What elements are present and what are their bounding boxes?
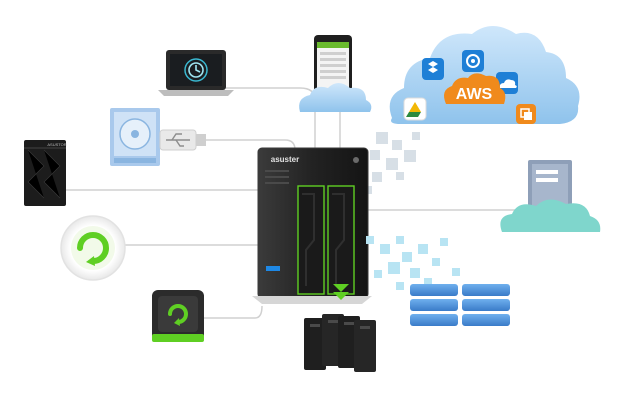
cloud-services-icon: AWS xyxy=(389,26,580,124)
nas-brand-label: asuster xyxy=(271,155,299,164)
power-button-icon xyxy=(353,157,359,163)
cloud-sync-icon xyxy=(516,104,536,124)
dropbox-icon xyxy=(422,58,444,80)
main-nas-device: asuster xyxy=(252,147,372,304)
small-nas-device: ASUSTOR xyxy=(24,140,67,206)
drive-refresh-icon xyxy=(168,304,188,324)
usb-symbol-icon xyxy=(166,133,190,147)
external-drive-icon xyxy=(152,290,204,342)
usb-stick-icon xyxy=(159,129,206,151)
usb-optical-drive-icon xyxy=(110,108,160,166)
phone-cloud-icon xyxy=(299,83,372,112)
backup-target-icon xyxy=(462,50,484,72)
refresh-icon xyxy=(77,232,109,264)
database-stack-1 xyxy=(410,284,458,326)
aws-label: AWS xyxy=(456,86,493,103)
sync-app-icon xyxy=(60,215,126,281)
small-nas-brand: ASUSTOR xyxy=(47,142,66,147)
onedrive-icon xyxy=(496,72,518,94)
cloud-server-icon xyxy=(500,160,601,232)
clock-icon xyxy=(188,62,204,78)
usb-port-icon xyxy=(266,266,280,271)
google-drive-icon xyxy=(403,97,427,121)
drive-bay-2 xyxy=(327,185,355,295)
data-cubes-bottom xyxy=(366,236,460,290)
down-arrow-icon xyxy=(333,284,349,300)
drive-bay-1 xyxy=(297,185,325,295)
connector-drive xyxy=(185,305,263,319)
smartphone xyxy=(314,35,352,97)
aws-bubble: AWS xyxy=(444,73,506,104)
data-cubes-top xyxy=(364,132,420,194)
laptop-time-machine xyxy=(158,50,234,96)
database-stack-2 xyxy=(462,284,510,326)
drive-trays-icon xyxy=(304,314,376,372)
